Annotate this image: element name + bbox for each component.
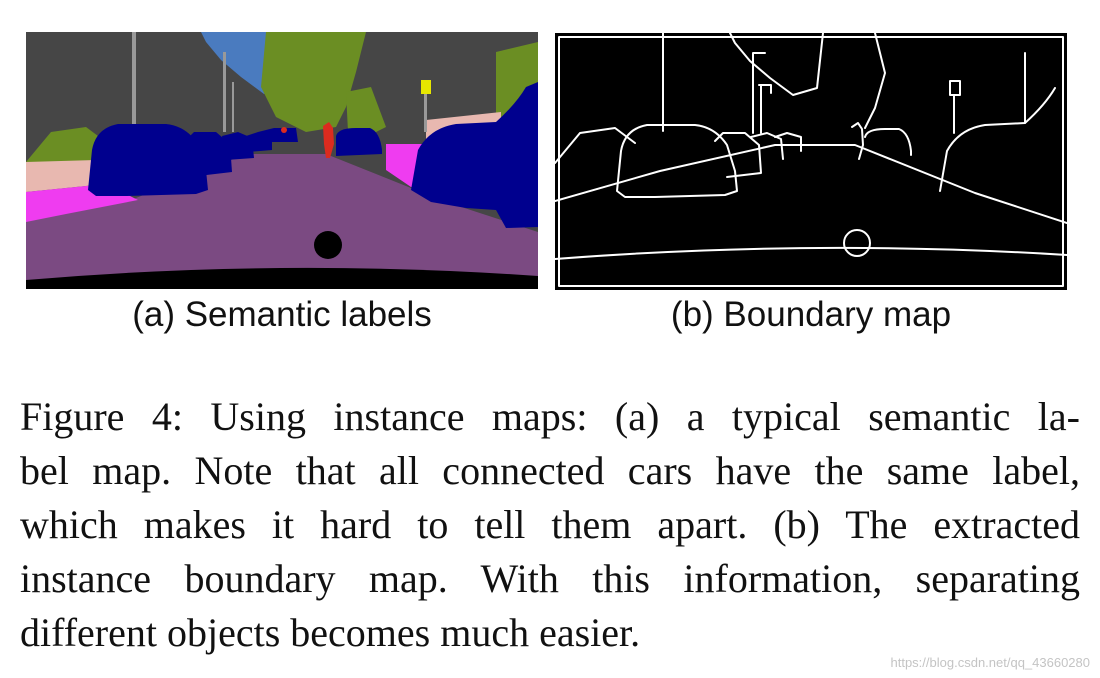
sem-car-far — [258, 128, 298, 142]
sem-pole-2 — [223, 52, 226, 132]
panel-b-label: (b) Boundary map — [670, 295, 952, 334]
caption-line-3: which makes it hard to tell them apart. … — [20, 502, 1080, 547]
watermark: https://blog.csdn.net/qq_43660280 — [890, 655, 1091, 670]
edge-car-left-1 — [616, 124, 738, 198]
caption-line-4: instance boundary map. With this informa… — [20, 556, 1080, 601]
sem-ego-vehicle — [26, 267, 538, 289]
boundary-map — [555, 33, 1067, 290]
sem-road-region — [26, 154, 538, 280]
boundary-map-image — [555, 33, 1067, 290]
sem-car-left-2 — [186, 132, 232, 176]
edge-car-left-3 — [750, 132, 784, 160]
sem-pole-3 — [232, 82, 234, 132]
edge-pedestrian — [851, 122, 864, 160]
semantic-label-map — [26, 32, 538, 289]
caption-line-2: bel map. Note that all connected cars ha… — [20, 448, 1080, 493]
edge-sky — [729, 33, 824, 96]
edge-border — [558, 36, 1064, 287]
sem-car-right-mid — [336, 128, 382, 156]
edge-pole-2 — [752, 52, 766, 134]
edge-traffic-sign — [949, 80, 961, 134]
sem-pedestrian-far — [281, 127, 287, 133]
panel-a-label: (a) Semantic labels — [132, 295, 432, 334]
sem-pole-4 — [424, 82, 427, 132]
sem-car-right-near — [411, 82, 538, 228]
edge-pole-3 — [758, 84, 772, 134]
sem-car-left-3 — [222, 132, 254, 160]
edge-tree — [864, 33, 886, 129]
edge-car-right-near — [939, 87, 1056, 192]
edge-car-left-4 — [774, 132, 802, 152]
edge-ego-ornament — [843, 229, 871, 257]
sem-hedge-left — [26, 127, 106, 162]
sem-pedestrian — [323, 122, 334, 158]
semantic-label-image — [26, 32, 538, 289]
sem-tree-center — [261, 32, 366, 132]
sem-ego-ornament — [314, 231, 342, 259]
edge-car-left-2 — [714, 132, 762, 178]
sem-tree-right-small — [346, 87, 386, 137]
caption-line-5: different objects becomes much easier. — [20, 610, 641, 655]
edge-hedge — [555, 127, 636, 164]
figure-caption: Figure 4: Using instance maps: (a) a typ… — [20, 390, 1080, 660]
caption-line-1: Figure 4: Using instance maps: (a) a typ… — [20, 394, 1080, 439]
edge-car-right-mid — [864, 128, 912, 156]
sem-traffic-sign — [421, 80, 431, 94]
boundary-edges — [555, 33, 1067, 287]
sem-car-left-1 — [88, 124, 208, 196]
edge-road-top — [555, 144, 1067, 224]
sem-pole-1 — [132, 32, 136, 132]
edge-ego-vehicle — [555, 246, 1067, 260]
